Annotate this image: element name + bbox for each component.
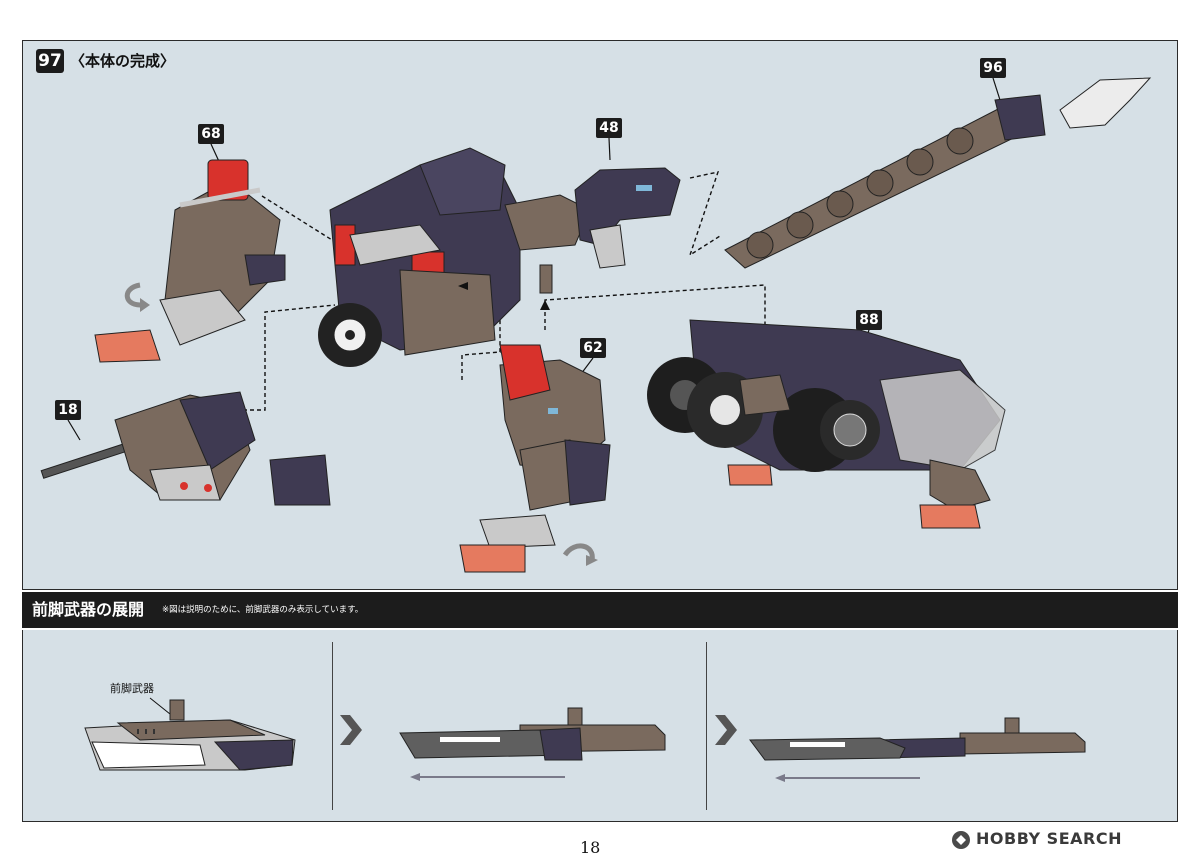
tail-part-96-illustration bbox=[724, 77, 1152, 269]
callout-part-68: 68 bbox=[198, 124, 224, 144]
step-number-badge: 97 bbox=[36, 49, 64, 73]
hobby-search-logo-icon bbox=[952, 831, 970, 849]
callout-part-18: 18 bbox=[55, 400, 81, 420]
main-body-illustration bbox=[318, 147, 591, 367]
callout-part-62: 62 bbox=[580, 338, 606, 358]
next-stage-arrow-icon bbox=[340, 715, 362, 745]
stage-divider bbox=[332, 642, 333, 810]
section-header-bar bbox=[22, 592, 1178, 628]
front-leg-68-illustration bbox=[94, 159, 286, 363]
assembly-illustration bbox=[40, 77, 1152, 573]
callout-part-48: 48 bbox=[596, 118, 622, 138]
front-leg-62-illustration bbox=[459, 344, 611, 573]
next-stage-arrow-icon bbox=[715, 715, 737, 745]
guide-line-88 bbox=[544, 284, 766, 395]
weapon-label: 前脚武器 bbox=[110, 682, 154, 695]
guide-line-48 bbox=[688, 171, 721, 257]
callout-part-96: 96 bbox=[980, 58, 1006, 78]
rotate-arrow-icon bbox=[562, 543, 598, 566]
weapon-stage-half bbox=[399, 707, 666, 781]
gun-part-18-illustration bbox=[40, 391, 331, 506]
page-number: 18 bbox=[580, 838, 601, 857]
step-title: 〈本体の完成〉 bbox=[70, 52, 176, 70]
section-title: 前脚武器の展開 bbox=[32, 600, 145, 619]
stage-divider bbox=[706, 642, 707, 810]
callout-part-88: 88 bbox=[856, 310, 882, 330]
rotate-arrow-icon bbox=[124, 282, 150, 312]
weapon-stage-retracted bbox=[84, 699, 296, 771]
rear-legs-88-illustration bbox=[647, 319, 1006, 529]
weapon-deploy-illustration bbox=[84, 697, 1086, 782]
back-part-48-illustration bbox=[574, 167, 681, 269]
watermark: HOBBY SEARCH bbox=[976, 829, 1122, 848]
guide-line-68 bbox=[261, 195, 341, 246]
section-note: ※図は説明のために、前脚武器のみ表示しています。 bbox=[162, 605, 364, 615]
weapon-stage-deployed bbox=[749, 717, 1086, 782]
